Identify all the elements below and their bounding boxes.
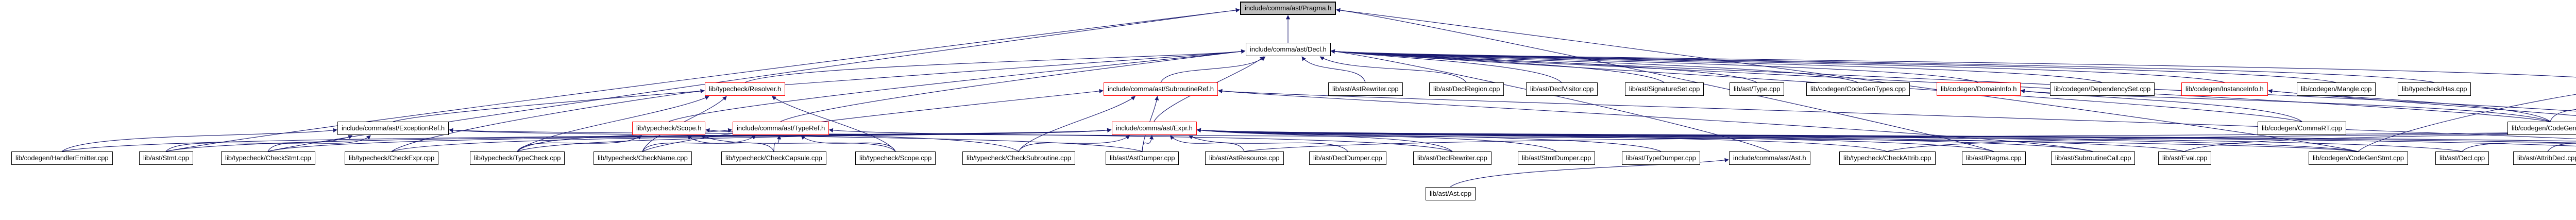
graph-node-dependencyset[interactable]: lib/codegen/DependencySet.cpp (2050, 82, 2155, 96)
edge-typedumper-to-expr_h (1196, 128, 1662, 152)
graph-node-handleremitter[interactable]: lib/codegen/HandlerEmitter.cpp (11, 151, 113, 165)
edge-subroutineref_h-to-decl_h (1160, 56, 1266, 83)
graph-node-codegentypes[interactable]: lib/codegen/CodeGenTypes.cpp (1806, 82, 1910, 96)
edge-astdumper-to-exceptionref_h (449, 128, 1143, 152)
edge-dependencyset-to-decl_h (1330, 49, 2103, 83)
edge-eval_cpp-to-attribdecl_h (2184, 132, 2576, 152)
edge-checkname-to-typeref_h (642, 135, 756, 152)
graph-node-decldumper[interactable]: lib/ast/DeclDumper.cpp (1309, 151, 1386, 165)
graph-node-astrewriter[interactable]: lib/ast/AstRewriter.cpp (1328, 82, 1403, 96)
graph-node-checksubroutine[interactable]: lib/typecheck/CheckSubroutine.cpp (962, 151, 1076, 165)
graph-node-expr_h[interactable]: include/comma/ast/Expr.h (1112, 122, 1197, 135)
graph-node-astresource[interactable]: lib/ast/AstResource.cpp (1205, 151, 1284, 165)
edge-stmt_cpp-to-exceptionref_h (165, 135, 353, 152)
edge-checkattrib-to-attribdecl_h (1887, 132, 2576, 152)
edge-srinfo_h-to-decl_h (1330, 49, 2576, 78)
graph-node-has_cpp[interactable]: lib/typecheck/Has.cpp (2398, 82, 2471, 96)
graph-node-pragma_cpp[interactable]: lib/ast/Pragma.cpp (1962, 151, 2026, 165)
edge-codegenstmt-to-srinfo_h (2358, 94, 2576, 152)
graph-node-codegen_cpp[interactable]: lib/codegen/CodeGen.cpp (2507, 122, 2576, 135)
graph-node-checkname[interactable]: lib/typecheck/CheckName.cpp (594, 151, 692, 165)
graph-node-checkcapsule[interactable]: lib/typecheck/CheckCapsule.cpp (721, 151, 826, 165)
edge-typecheck_cpp-to-resolver_h (517, 96, 709, 152)
edge-checkcapsule-to-scope_h (687, 135, 774, 152)
graph-node-typecheck_cpp[interactable]: lib/typecheck/TypeCheck.cpp (470, 151, 565, 165)
graph-node-declrewriter[interactable]: lib/ast/DeclRewriter.cpp (1413, 151, 1492, 165)
edge-checkname-to-subroutineref_h (642, 89, 1104, 152)
edge-codegen_cpp-to-decl_h (1330, 49, 2551, 122)
graph-node-exceptionref_h[interactable]: include/comma/ast/ExceptionRef.h (337, 122, 449, 135)
edge-resolver_h-to-decl_h (744, 49, 1246, 83)
graph-node-resolver_h[interactable]: lib/typecheck/Resolver.h (705, 82, 786, 96)
edge-codegenroutine-to-expr_h (1196, 128, 2576, 142)
edge-commart-to-decl_h (1330, 49, 2302, 122)
graph-node-subroutinecall[interactable]: lib/ast/SubroutineCall.cpp (2051, 151, 2136, 165)
graph-node-scope_cpp[interactable]: lib/typecheck/Scope.cpp (855, 151, 936, 165)
graph-node-stmtdumper[interactable]: lib/ast/StmtDumper.cpp (1518, 151, 1596, 165)
edge-decldumper-to-expr_h (1188, 135, 1348, 152)
edge-codegenroutine-to-instanceinfo_h (2268, 89, 2576, 116)
edge-checkcapsule-to-typeref_h (773, 135, 782, 152)
graph-node-domaininfo_h[interactable]: lib/codegen/DomainInfo.h (1937, 82, 2021, 96)
graph-node-checkexpr[interactable]: lib/typecheck/CheckExpr.cpp (345, 151, 439, 165)
graph-node-checkattrib[interactable]: lib/typecheck/CheckAttrib.cpp (1839, 151, 1936, 165)
graph-node-ast_h[interactable]: include/comma/ast/Ast.h (1729, 151, 1810, 165)
edge-checkexpr-to-resolver_h (391, 89, 705, 152)
edge-codegenstmt-to-pragma_h (1336, 8, 2359, 152)
edge-declrewriter-to-typeref_h (828, 128, 1453, 152)
graph-node-signatureset[interactable]: lib/ast/SignatureSet.cpp (1625, 82, 1704, 96)
graph-node-attribdecl_cpp[interactable]: lib/ast/AttribDecl.cpp (2513, 151, 2576, 165)
graph-node-declregion[interactable]: lib/ast/DeclRegion.cpp (1429, 82, 1504, 96)
edge-declvisitor-to-decl_h (1330, 49, 1562, 83)
graph-node-astdumper[interactable]: lib/ast/AstDumper.cpp (1106, 151, 1179, 165)
edge-checkstmt-to-exceptionref_h (267, 135, 371, 152)
edge-stmt_cpp-to-pragma_h (165, 8, 1240, 152)
graph-node-commart[interactable]: lib/codegen/CommaRT.cpp (2258, 122, 2346, 135)
graph-node-decl_cpp[interactable]: lib/ast/Decl.cpp (2435, 151, 2489, 165)
edge-astresource-to-expr_h (1170, 135, 1245, 152)
graph-node-codegenstmt[interactable]: lib/codegen/CodeGenStmt.cpp (2309, 151, 2409, 165)
graph-node-typeref_h[interactable]: include/comma/ast/TypeRef.h (733, 122, 829, 135)
graph-node-type_cpp[interactable]: lib/ast/Type.cpp (1730, 82, 1785, 96)
graph-node-subroutineref_h[interactable]: include/comma/ast/SubroutineRef.h (1104, 82, 1218, 96)
edge-attribdecl_cpp-to-attribdecl_h (2547, 143, 2576, 152)
graph-node-typedumper[interactable]: lib/ast/TypeDumper.cpp (1622, 151, 1700, 165)
edge-checksubroutine-to-expr_h (1018, 135, 1130, 152)
edge-typeref_h-to-decl_h (780, 49, 1246, 122)
edge-codegencall-to-subroutineref_h (1218, 89, 2576, 139)
graph-node-decl_h[interactable]: include/comma/ast/Decl.h (1246, 43, 1331, 56)
edge-subroutinecall-to-subroutineref_h (1218, 89, 2093, 152)
edge-codegen_cpp-to-srinfo_h (2550, 109, 2576, 122)
edge-typecheck_cpp-to-scope_h (517, 135, 642, 152)
edge-decl_cpp-to-attribdecl_h (2462, 142, 2576, 152)
edge-scope_h-to-decl_h (668, 49, 1246, 122)
graph-node-checkstmt[interactable]: lib/typecheck/CheckStmt.cpp (221, 151, 315, 165)
edge-declregion-to-decl_h (1319, 56, 1467, 83)
edge-exceptionref_h-to-decl_h (393, 49, 1246, 122)
edge-attribdecl_h-to-decl_h (1330, 49, 2576, 112)
edge-handleremitter-to-exceptionref_h (61, 128, 337, 152)
edge-scope_cpp-to-typeref_h (801, 135, 896, 152)
graph-node-ast_cpp[interactable]: lib/ast/Ast.cpp (1426, 187, 1476, 200)
edge-scope_cpp-to-scope_h (701, 135, 896, 152)
edge-astdumper-to-expr_h (1142, 135, 1154, 152)
graph-node-scope_h[interactable]: lib/typecheck/Scope.h (632, 122, 706, 135)
edge-codegenstmt-to-exceptionref_h (449, 128, 2359, 152)
edge-checksubroutine-to-subroutineref_h (1018, 96, 1136, 152)
graph-node-eval_cpp[interactable]: lib/ast/Eval.cpp (2158, 151, 2212, 165)
edge-scope_cpp-to-resolver_h (771, 96, 896, 152)
graph-node-stmt_cpp[interactable]: lib/ast/Stmt.cpp (139, 151, 193, 165)
graph-node-instanceinfo_h[interactable]: lib/codegen/InstanceInfo.h (2181, 82, 2268, 96)
edge-astrewriter-to-decl_h (1301, 56, 1366, 83)
graph-node-pragma_h: include/comma/ast/Pragma.h (1240, 2, 1336, 15)
graph-node-declvisitor[interactable]: lib/ast/DeclVisitor.cpp (1526, 82, 1598, 96)
edge-handleremitter-to-expr_h (61, 128, 1112, 152)
graph-node-mangle[interactable]: lib/codegen/Mangle.cpp (2297, 82, 2376, 96)
